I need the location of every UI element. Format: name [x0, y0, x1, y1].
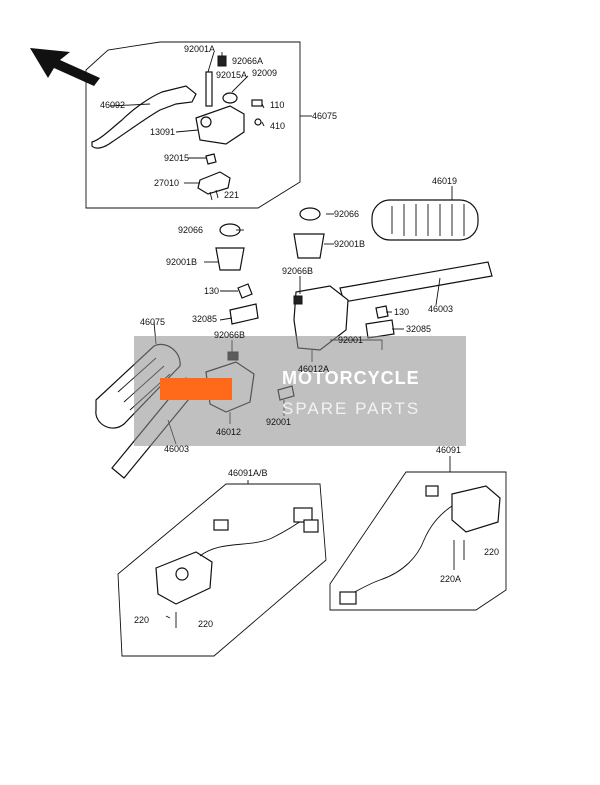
part-label-92066a: 92066A: [232, 56, 263, 66]
part-label-92001a: 92001A: [184, 44, 215, 54]
arrow-up-left-icon: [30, 48, 100, 86]
cap-92066b-right: [293, 295, 303, 305]
bracket-32085-left: [229, 303, 259, 325]
part-label-92001b-right: 92001B: [334, 239, 365, 249]
part-label-46003-left: 46003: [164, 444, 189, 454]
part-label-13091: 13091: [150, 127, 175, 137]
connector-right-2: [339, 591, 357, 605]
part-label-92001b-left: 92001B: [166, 257, 197, 267]
watermark-accent-mark: [160, 378, 232, 400]
collar-92009: [222, 92, 238, 104]
cap-92066a: [217, 55, 227, 67]
switch-27010: [197, 171, 231, 195]
washer-410: [254, 118, 262, 126]
part-label-92015a: 92015A: [216, 70, 247, 80]
holder-pivot: [200, 116, 212, 128]
bolt-130-right: [375, 305, 389, 319]
bolt-92001a: [205, 71, 213, 107]
part-label-46075-left: 46075: [140, 317, 165, 327]
lever-holder: [195, 105, 245, 145]
part-label-27010: 27010: [154, 178, 179, 188]
part-label-130-left: 130: [204, 286, 219, 296]
part-label-92001-right: 92001: [338, 335, 363, 345]
part-label-32085-right: 32085: [406, 324, 431, 334]
nut-92015: [205, 153, 217, 165]
part-label-92066-right: 92066: [334, 209, 359, 219]
throttle-pipe-46003: [339, 261, 493, 303]
part-label-46091: 46091: [436, 445, 461, 455]
lever-assembly-frame: [85, 41, 301, 209]
part-label-221: 221: [224, 190, 239, 200]
watermark-subtitle: SPARE PARTS: [282, 399, 420, 418]
left-switch-group: [117, 480, 327, 657]
bolt-110: [251, 99, 263, 107]
part-label-46075-top: 46075: [312, 111, 337, 121]
part-label-220-bottom-right: 220: [484, 547, 499, 557]
part-label-220a: 220A: [440, 574, 461, 584]
right-grip-group: [204, 186, 493, 362]
part-label-92009: 92009: [252, 68, 277, 78]
part-labels: 92001A 92066A 92015A 92009 46092 110 460…: [100, 44, 499, 629]
right-switch-frame: [329, 471, 507, 611]
part-label-92015: 92015: [164, 153, 189, 163]
part-label-46012a: 46012A: [298, 364, 329, 374]
part-label-92001-center: 92001: [266, 417, 291, 427]
part-label-110: 110: [270, 100, 284, 110]
part-label-92066-left: 92066: [178, 225, 203, 235]
part-label-92066b-left: 92066B: [214, 330, 245, 340]
watermark-title: MOTORCYCLE: [282, 368, 420, 388]
switch-housing-46091: [451, 485, 501, 533]
rubber-92001b-right: [293, 233, 325, 259]
cap-92066-right: [299, 207, 321, 221]
part-label-92066b-right: 92066B: [282, 266, 313, 276]
part-label-46012: 46012: [216, 427, 241, 437]
switch-button-left: [175, 567, 189, 581]
part-label-46092: 46092: [100, 100, 125, 110]
bolt-130-left: [237, 283, 253, 299]
watermark: MOTORCYCLE SPARE PARTS: [134, 336, 466, 446]
part-label-220-bottom-left-1: 220: [134, 615, 149, 625]
left-switch-frame: [117, 483, 327, 657]
connector-left: [293, 507, 313, 523]
bracket-32085-right: [365, 319, 395, 339]
part-label-32085-left: 32085: [192, 314, 217, 324]
part-label-130-right: 130: [394, 307, 409, 317]
rubber-92001b-left: [215, 247, 245, 271]
part-label-220-bottom-left-2: 220: [198, 619, 213, 629]
lever-assembly-group: [85, 41, 312, 209]
clutch-lever: [91, 85, 197, 149]
right-switch-group: [329, 456, 507, 611]
connector-left-2: [303, 519, 319, 533]
connector-small-left: [213, 519, 229, 531]
part-label-410: 410: [270, 121, 285, 131]
grip-46019: [371, 199, 479, 241]
part-label-46003-right: 46003: [428, 304, 453, 314]
connector-right: [425, 485, 439, 497]
part-label-46019: 46019: [432, 176, 457, 186]
part-label-46091ab: 46091A/B: [228, 468, 268, 478]
